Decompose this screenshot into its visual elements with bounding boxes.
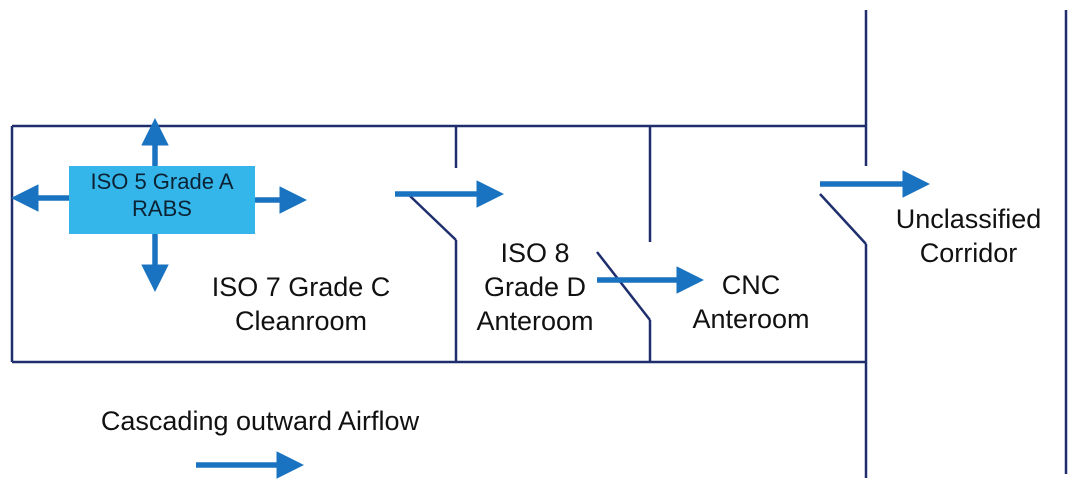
floor-plan-walls: [10, 10, 1068, 478]
door-cnc-corridor: [819, 193, 867, 245]
iso7-label-line2: Cleanroom: [234, 306, 368, 336]
legend-label: Cascading outward Airflow: [100, 406, 420, 436]
iso8-room-label: ISO 8 Grade D Anteroom: [460, 236, 610, 338]
iso8-label-line2: Grade D: [483, 272, 587, 302]
cnc-room-label: CNC Anteroom: [686, 268, 816, 336]
door-iso8-cnc: [596, 251, 651, 321]
doors: [409, 193, 867, 321]
cnc-label-line2: Anteroom: [692, 304, 810, 334]
iso7-room-label: ISO 7 Grade C Cleanroom: [196, 270, 406, 338]
corridor-label-line2: Corridor: [919, 238, 1018, 268]
corridor-label-line1: Unclassified: [895, 204, 1042, 234]
cnc-label-line1: CNC: [721, 270, 781, 300]
airflow-arrows: [11, 118, 930, 479]
door-iso7-iso8: [409, 195, 457, 241]
rabs-box: [69, 166, 255, 234]
iso7-label-line1: ISO 7 Grade C: [211, 272, 391, 302]
rabs-label: ISO 5 Grade A RABS: [69, 168, 255, 222]
iso8-label-line3: Anteroom: [476, 306, 594, 336]
rabs-label-line1: ISO 5 Grade A: [90, 169, 234, 194]
iso8-label-line1: ISO 8: [500, 238, 570, 268]
corridor-label: Unclassified Corridor: [876, 202, 1061, 270]
rabs-label-line2: RABS: [132, 196, 192, 221]
